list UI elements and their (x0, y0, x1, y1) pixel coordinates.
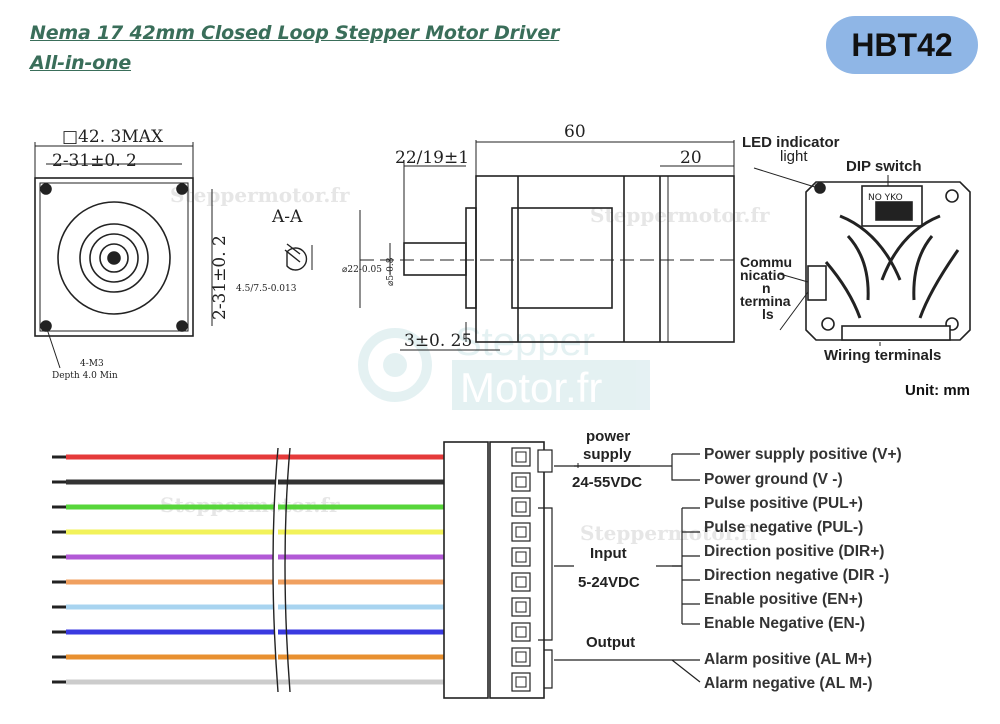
input-label: Input (590, 545, 627, 562)
power-label-2: supply (583, 446, 632, 463)
input-range: 5-24VDC (578, 574, 640, 591)
front-side-dim: 2-31±0. 2 (210, 235, 230, 320)
connector-pin-inner (515, 476, 527, 488)
connector-pin-inner (515, 601, 527, 613)
pin-label: Enable positive (EN+) (704, 591, 863, 608)
pin-label: Direction negative (DIR -) (704, 567, 890, 584)
connector-pin (511, 572, 531, 592)
shaft-length-dim: 22/19±1 (395, 148, 469, 168)
connector-pin-inner (515, 626, 527, 638)
connector-pin (511, 547, 531, 567)
power-label-1: power (586, 428, 631, 445)
connector-pin-inner (515, 676, 527, 688)
wire-bundle (52, 441, 701, 699)
comm-label: Commu nicatio n termina ls (740, 254, 793, 322)
connector-pin-inner (515, 576, 527, 588)
unit-label: Unit: mm (905, 382, 970, 399)
boss-height-dim: 3±0. 25 (404, 331, 472, 351)
boss-dia-dim: ⌀22-0.05 (342, 265, 382, 275)
connector-pin (511, 522, 531, 542)
pin-label: Pulse negative (PUL-) (704, 519, 864, 536)
connector-pin-inner (515, 451, 527, 463)
shaft-section (284, 243, 313, 271)
connector-pin (511, 622, 531, 642)
wiring-terminals-label: Wiring terminals (824, 347, 942, 364)
front-square-dim: □42. 3MAX (62, 127, 164, 147)
output-label: Output (586, 634, 636, 651)
rear-length-dim: 20 (680, 148, 702, 168)
connector-pin (511, 597, 531, 617)
svg-text:Motor.fr: Motor.fr (460, 364, 602, 411)
pin-label: Enable Negative (EN-) (704, 615, 866, 632)
front-hole-dim: 2-31±0. 2 (52, 151, 137, 171)
pin-label: Power supply positive (V+) (704, 446, 902, 463)
depth-note-2: Depth 4.0 Min (52, 371, 118, 381)
connector-pin (511, 672, 531, 692)
led-label-1: LED indicator (742, 134, 840, 151)
watermark-2: Steppermotor.fr (590, 203, 770, 227)
pin-label: Pulse positive (PUL+) (704, 495, 863, 512)
connector-pin (511, 647, 531, 667)
side-view (359, 140, 740, 351)
connector-pin-inner (515, 501, 527, 513)
pin-label: Alarm positive (AL M+) (704, 651, 873, 668)
connector-pin (511, 472, 531, 492)
watermark-1: Steppermotor.fr (170, 183, 350, 207)
led-label-2: light (780, 148, 808, 165)
pin-label: Direction positive (DIR+) (704, 543, 885, 560)
connector-pin-inner (515, 526, 527, 538)
connector-pin (511, 447, 531, 467)
depth-note-1: 4-M3 (80, 359, 104, 369)
pin-label: Alarm negative (AL M-) (704, 675, 873, 692)
shaft-flat-dim: 4.5/7.5-0.013 (236, 284, 297, 294)
connector-pin-inner (515, 651, 527, 663)
dip-switch-label: DIP switch (846, 158, 922, 175)
rear-view (753, 167, 971, 346)
model-badge: HBT42 (826, 16, 978, 74)
watermark-4: Steppermotor.fr (580, 521, 760, 545)
title-line-2: All-in-one (30, 52, 132, 74)
front-view (34, 142, 213, 369)
power-range: 24-55VDC (572, 474, 643, 491)
connector-pin-inner (515, 551, 527, 563)
section-label: A-A (271, 207, 303, 227)
pin-label: Power ground (V -) (704, 471, 843, 488)
body-length-dim: 60 (564, 122, 586, 142)
title-line-1: Nema 17 42mm Closed Loop Stepper Motor D… (30, 22, 560, 44)
shaft-dia-dim: ⌀5-0.8 (386, 257, 396, 286)
dip-text: NO YKO (868, 193, 903, 203)
connector-pin (511, 497, 531, 517)
